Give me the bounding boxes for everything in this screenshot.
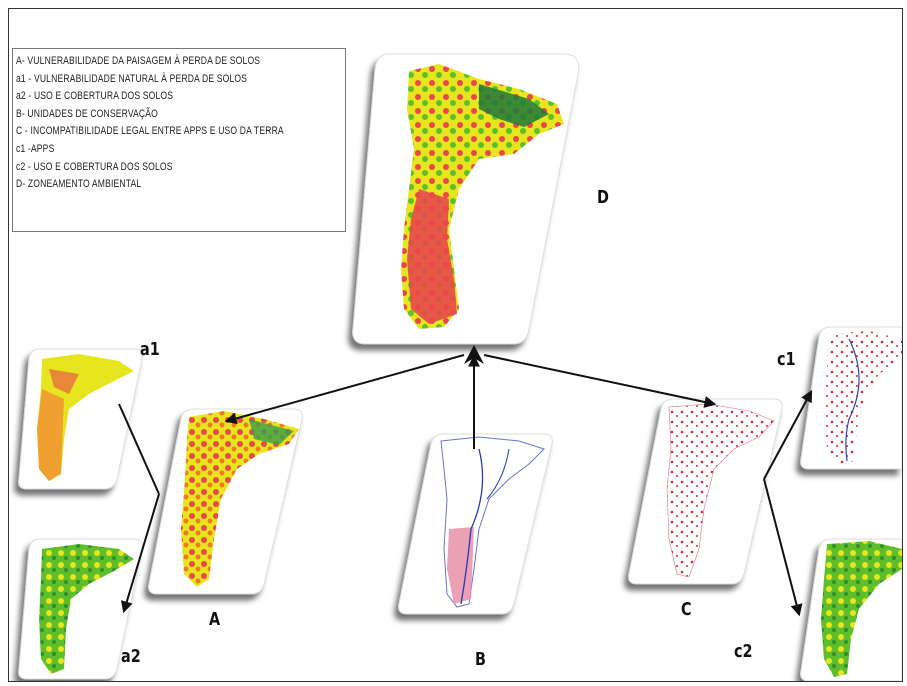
figure-frame: A- VULNERABILIDADE DA PAISAGEM À PERDA D… bbox=[8, 8, 903, 682]
map-c bbox=[666, 403, 775, 578]
map-c2 bbox=[821, 541, 902, 677]
arrows bbox=[118, 354, 813, 617]
legend-box: A- VULNERABILIDADE DA PAISAGEM À PERDA D… bbox=[12, 48, 346, 232]
legend-line-c: C - INCOMPATIBILIDADE LEGAL ENTRE APPS E… bbox=[16, 125, 284, 138]
panel-c1 bbox=[800, 326, 902, 470]
panel-a1 bbox=[18, 348, 143, 490]
hub-arrowhead bbox=[464, 345, 484, 364]
panel-a2 bbox=[18, 538, 143, 680]
arrow-a-to-a2 bbox=[121, 493, 160, 614]
arrow-hub-to-c bbox=[483, 354, 717, 408]
panel-c2 bbox=[800, 538, 902, 681]
label-a: A bbox=[209, 609, 221, 630]
map-b-outline bbox=[440, 436, 545, 608]
label-d: D bbox=[597, 187, 609, 208]
label-a1: a1 bbox=[140, 339, 160, 360]
map-a bbox=[181, 411, 299, 587]
panel-c bbox=[628, 398, 783, 585]
panel-d bbox=[352, 53, 580, 345]
diagram-canvas bbox=[18, 53, 902, 681]
map-c1 bbox=[824, 331, 902, 464]
legend-line-b: B- UNIDADES DE CONSERVAÇÃO bbox=[16, 107, 159, 120]
legend-line-c1: c1 -APPS bbox=[16, 142, 55, 155]
arrow-c-to-c2 bbox=[763, 478, 803, 617]
arrow-hub-to-a bbox=[224, 354, 465, 425]
legend-line-a1: a1 - VULNERABILIDADE NATURAL À PERDA DE … bbox=[16, 72, 248, 85]
label-c1: c1 bbox=[777, 349, 796, 370]
label-c: C bbox=[681, 599, 692, 620]
map-a2 bbox=[39, 544, 134, 674]
legend-line-a: A- VULNERABILIDADE DA PAISAGEM À PERDA D… bbox=[16, 55, 261, 67]
line-a1-to-a bbox=[118, 403, 160, 495]
label-a2: a2 bbox=[121, 646, 141, 667]
legend-line-d: D- ZONEAMENTO AMBIENTAL bbox=[16, 178, 142, 191]
label-c2: c2 bbox=[734, 641, 753, 662]
legend-line-a2: a2 - USO E COBERTURA DOS SOLOS bbox=[16, 90, 174, 103]
legend-line-c2: c2 - USO E COBERTURA DOS SOLOS bbox=[16, 160, 173, 173]
label-b: B bbox=[475, 649, 486, 670]
arrow-c-to-c1 bbox=[763, 389, 813, 480]
panel-b bbox=[398, 433, 553, 615]
panel-a bbox=[148, 408, 303, 595]
